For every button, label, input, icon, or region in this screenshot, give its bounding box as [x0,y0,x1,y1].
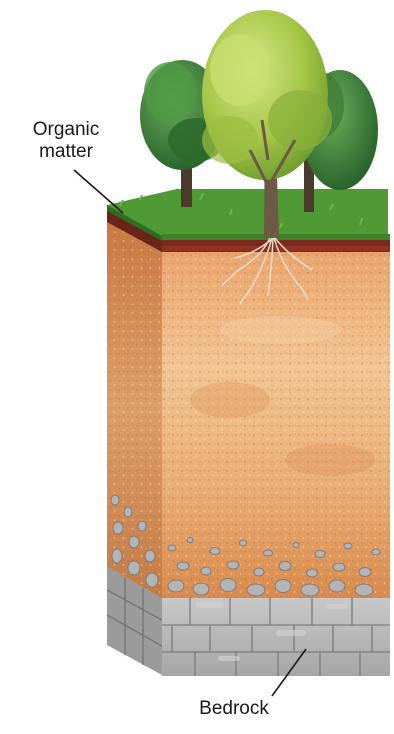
organic-matter-label-line2: matter [18,141,114,163]
soil-front-face [162,243,390,600]
organic-matter-label: Organic matter [18,119,114,163]
organic-matter-label-line1: Organic [18,119,114,141]
grass-layer [107,189,390,241]
organic-matter-leader [74,170,123,213]
bedrock-label: Bedrock [186,698,282,720]
